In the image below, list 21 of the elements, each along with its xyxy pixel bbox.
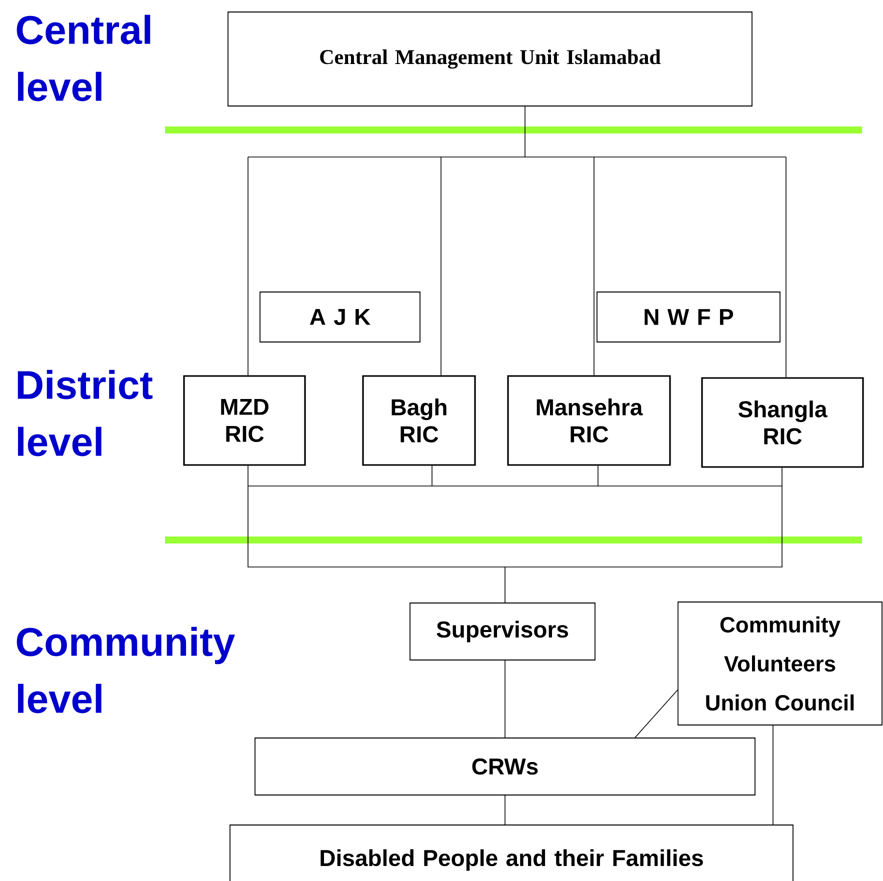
- region-box: N W F P: [596, 292, 780, 342]
- connector-line: [634, 690, 678, 738]
- org-box: Bagh RIC: [362, 375, 476, 466]
- org-box: Central Management Unit Islamabad: [228, 12, 752, 106]
- region-box: A J K: [260, 292, 420, 342]
- connector-line: [772, 725, 774, 825]
- level-heading: Central level: [16, 14, 150, 102]
- connector-line: [504, 795, 506, 825]
- org-box: CRWs: [254, 738, 756, 796]
- connector-line: [248, 486, 782, 603]
- connector-line: [504, 660, 506, 738]
- connector-line: [440, 156, 442, 376]
- org-box: Supervisors: [410, 602, 596, 660]
- org-box: Community Volunteers Union Council: [678, 602, 882, 726]
- level-heading: Community level: [16, 626, 235, 714]
- org-box: Disabled People and their Families: [230, 824, 794, 881]
- connector-line: [248, 106, 786, 158]
- org-box: MZD RIC: [183, 375, 306, 466]
- org-box: Mansehra RIC: [507, 375, 671, 466]
- org-box: Shangla RIC: [701, 377, 864, 468]
- level-heading: District level: [18, 370, 152, 456]
